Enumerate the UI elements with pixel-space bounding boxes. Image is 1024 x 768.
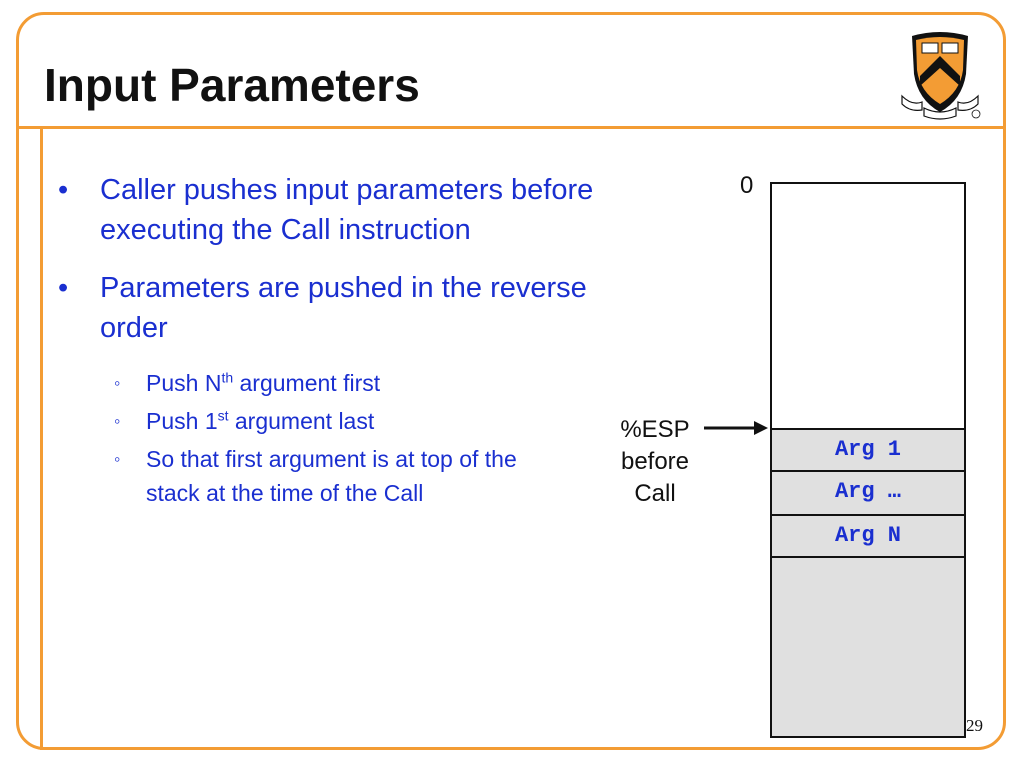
sub-bullet-marker: ◦ xyxy=(114,411,121,431)
sub-bullet-text-rest: argument first xyxy=(233,370,381,396)
stack-used-region xyxy=(772,428,964,736)
bullet-text: Caller pushes input parameters before ex… xyxy=(100,174,594,246)
stack-diagram: Arg 1 Arg … Arg N xyxy=(770,182,966,738)
sub-bullet-item: ◦ So that first argument is at top of th… xyxy=(58,442,558,510)
bullet-text: Parameters are pushed in the reverse ord… xyxy=(100,272,587,344)
sub-bullet-text: Push 1 xyxy=(146,408,218,434)
esp-pointer-label: %ESP before Call xyxy=(620,416,690,507)
bullet-item: • Parameters are pushed in the reverse o… xyxy=(58,268,658,348)
sub-bullet-marker: ◦ xyxy=(114,449,121,469)
slide-frame xyxy=(16,12,1006,750)
ordinal-suffix: th xyxy=(221,369,234,386)
slide-title: Input Parameters xyxy=(44,59,420,111)
left-border-rule xyxy=(40,129,43,750)
sub-bullet-text-rest: argument last xyxy=(228,408,375,434)
bullet-item: • Caller pushes input parameters before … xyxy=(58,170,658,250)
ordinal-suffix: st xyxy=(217,407,229,424)
title-divider xyxy=(16,126,1006,129)
top-address-label: 0 xyxy=(740,172,754,199)
page-number: 29 xyxy=(966,716,983,735)
bullet-marker: • xyxy=(58,174,69,206)
sub-bullet-text: So that first argument is at top of the … xyxy=(146,446,517,506)
princeton-shield-icon xyxy=(901,32,981,120)
stack-cell-arg-1: Arg 1 xyxy=(772,428,964,470)
stack-cell-arg-n: Arg N xyxy=(772,514,964,556)
bullet-list: • Caller pushes input parameters before … xyxy=(58,170,658,514)
sub-bullet-item: ◦ Push 1st argument last xyxy=(58,404,558,438)
sub-bullet-item: ◦ Push Nth argument first xyxy=(58,366,558,400)
stack-cell-arg-middle: Arg … xyxy=(772,470,964,512)
stack-cell-divider xyxy=(772,556,964,558)
esp-arrow-icon xyxy=(704,421,768,435)
bullet-marker: • xyxy=(58,272,69,304)
sub-bullet-marker: ◦ xyxy=(114,373,121,393)
sub-bullet-text: Push N xyxy=(146,370,222,396)
